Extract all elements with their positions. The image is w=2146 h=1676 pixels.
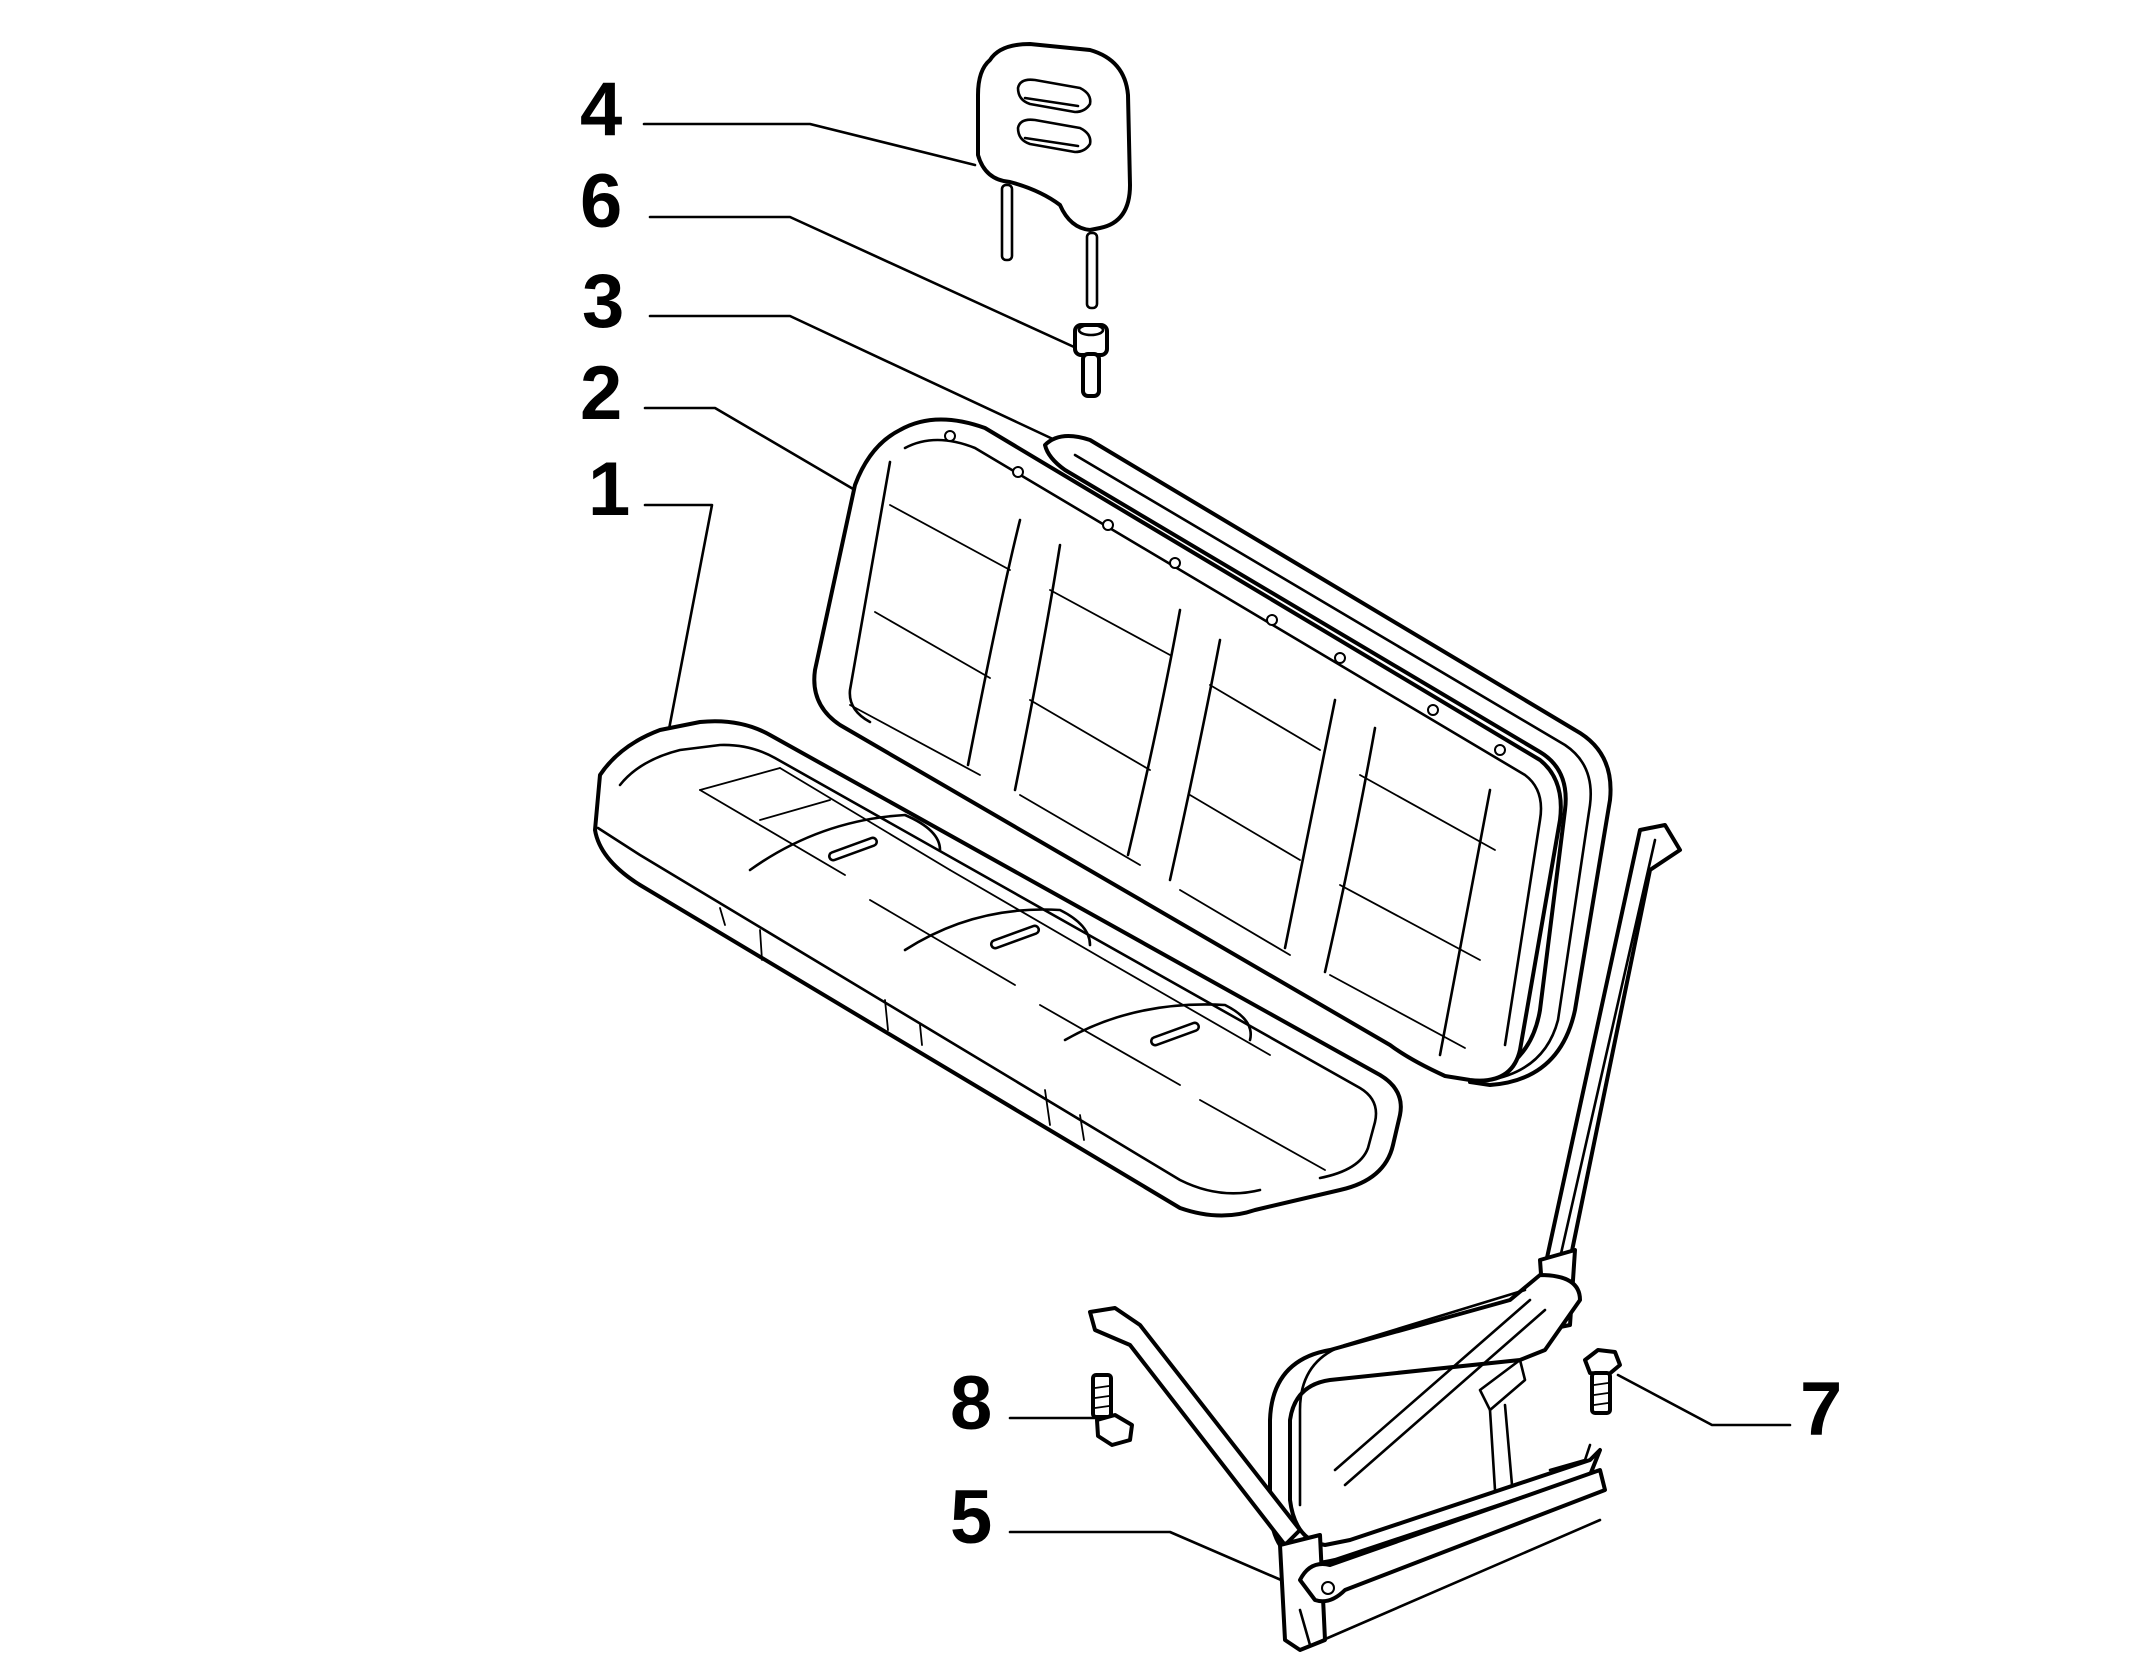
callout-label-5: 5 <box>950 1475 993 1560</box>
leader-line-5 <box>1008 1530 1290 1585</box>
leader-line-2 <box>643 406 862 495</box>
callout-label-6: 6 <box>580 159 623 244</box>
leader-line-3 <box>648 314 1057 442</box>
seat-frame <box>1088 823 1682 1652</box>
callout-label-8: 8 <box>950 1361 993 1446</box>
seat-cushion <box>593 719 1403 1218</box>
bolt-7 <box>1583 1348 1622 1415</box>
leader-line-6 <box>648 215 1087 354</box>
callout-label-7: 7 <box>1800 1367 1843 1452</box>
leader-line-1 <box>643 503 714 752</box>
callout-label-1: 1 <box>588 447 631 532</box>
callout-label-2: 2 <box>580 351 623 436</box>
callout-label-3: 3 <box>582 259 625 344</box>
headrest <box>976 42 1132 310</box>
bolt-8 <box>1091 1373 1134 1447</box>
callout-label-4: 4 <box>580 67 623 152</box>
leader-line-4 <box>642 122 977 167</box>
rear-back-panel <box>1043 434 1613 1087</box>
leader-lines <box>642 122 1792 1585</box>
headrest-guide <box>1073 323 1109 398</box>
leader-line-7 <box>1616 1373 1792 1427</box>
backrest-cushion <box>812 417 1563 1083</box>
